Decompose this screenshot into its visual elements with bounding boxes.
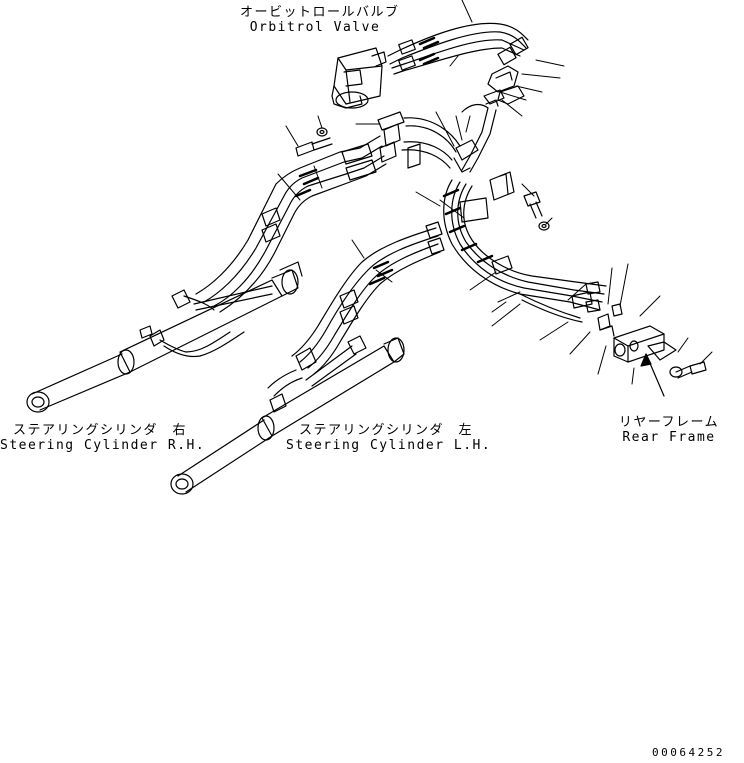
rear-frame-block — [597, 303, 707, 379]
steering-cylinder-lh-label-jp: ステアリングシリンダ 左 — [298, 423, 473, 438]
orbitrol-valve-label-en: Orbitrol Valve — [249, 20, 381, 35]
steering-cylinder-rh-label-en: Steering Cylinder R.H. — [0, 438, 206, 453]
steering-cylinder-rh-label-jp: ステアリングシリンダ 右 — [12, 423, 187, 438]
orbitrol-hoses — [387, 22, 529, 75]
drawing-number: 00064252 — [652, 746, 725, 759]
center-clamp — [459, 171, 515, 223]
small-bracket — [407, 143, 421, 169]
rear-frame-label-en: Rear Frame — [622, 430, 716, 445]
cylinder-rh — [26, 261, 303, 413]
hose-to-lh-cylinder — [291, 221, 445, 375]
upper-manifold — [377, 111, 461, 169]
orbitrol-fittings — [483, 65, 525, 107]
hose-to-rear-frame — [442, 179, 607, 323]
bolt-center — [523, 191, 550, 231]
cylinder-lh — [170, 335, 405, 495]
leader-lines — [277, 0, 713, 385]
center-pipes — [453, 103, 497, 173]
bolt-upper — [295, 127, 333, 157]
rear-frame-label-jp: リヤーフレーム — [618, 415, 720, 430]
steering-cylinder-lh-label-en: Steering Cylinder L.H. — [286, 438, 492, 453]
hose-to-rh-cylinder — [195, 135, 387, 313]
orbitrol-valve — [331, 47, 387, 109]
rear-frame-arrow — [640, 353, 665, 397]
orbitrol-valve-label-jp: オービットロールバルブ — [240, 5, 400, 20]
